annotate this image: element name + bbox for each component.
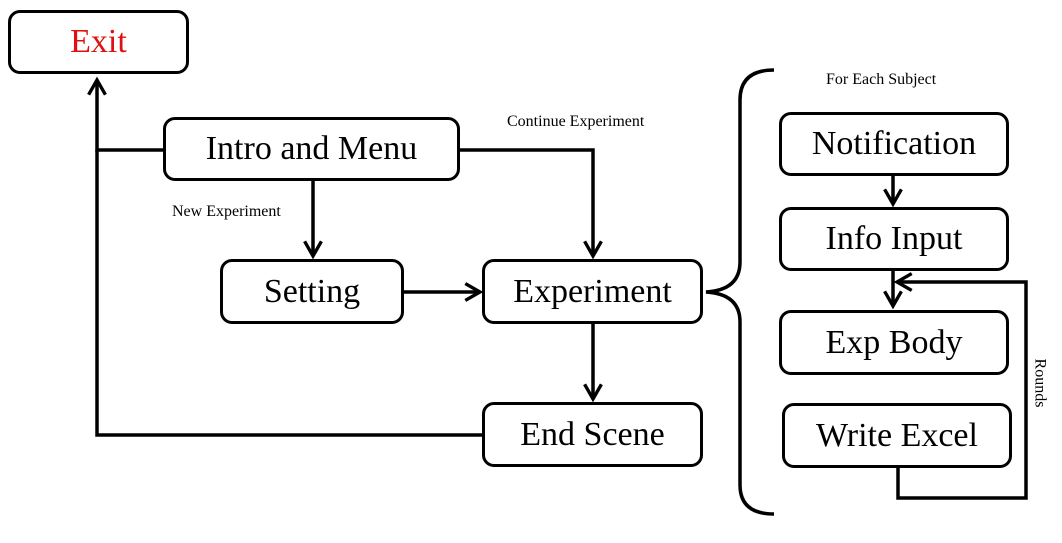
subject-brace bbox=[705, 68, 775, 516]
info-input-label: Info Input bbox=[825, 220, 963, 257]
intro-to-exit-line bbox=[87, 76, 165, 152]
exit-node: Exit bbox=[8, 10, 189, 74]
end-scene-label: End Scene bbox=[520, 415, 665, 453]
write-excel-label: Write Excel bbox=[816, 416, 978, 454]
notification-node: Notification bbox=[779, 112, 1009, 176]
experiment-node: Experiment bbox=[482, 259, 703, 324]
endscene-to-exit-line bbox=[95, 150, 485, 437]
for-each-subject-label: For Each Subject bbox=[826, 71, 937, 88]
new-experiment-label: New Experiment bbox=[172, 203, 281, 220]
exp-body-label: Exp Body bbox=[825, 323, 963, 361]
write-excel-node: Write Excel bbox=[782, 403, 1012, 468]
rounds-loop-arrow bbox=[893, 272, 1028, 500]
end-scene-node: End Scene bbox=[482, 402, 703, 467]
intro-to-experiment-arrow bbox=[458, 148, 603, 260]
intro-menu-node: Intro and Menu bbox=[163, 117, 460, 181]
intro-menu-label: Intro and Menu bbox=[205, 130, 418, 167]
exit-label: Exit bbox=[70, 23, 127, 60]
setting-label: Setting bbox=[263, 272, 361, 310]
info-input-node: Info Input bbox=[779, 207, 1009, 271]
exp-body-node: Exp Body bbox=[779, 310, 1009, 375]
setting-node: Setting bbox=[220, 259, 404, 324]
rounds-label: Rounds bbox=[1031, 358, 1049, 408]
experiment-label: Experiment bbox=[513, 272, 672, 310]
notification-label: Notification bbox=[811, 125, 977, 162]
continue-experiment-label: Continue Experiment bbox=[507, 113, 645, 130]
